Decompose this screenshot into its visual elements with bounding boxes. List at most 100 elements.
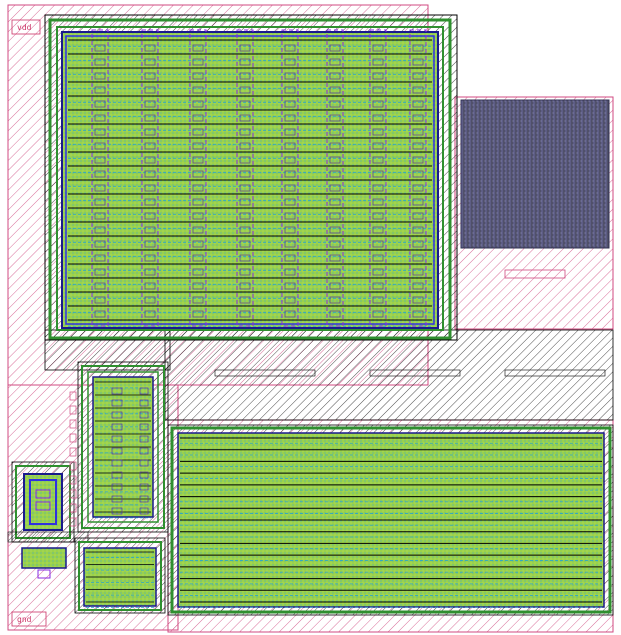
- contact-cell: [412, 254, 424, 262]
- contact-cell: [329, 86, 341, 94]
- side-contact: [69, 489, 77, 499]
- capacitor-array: [460, 99, 610, 249]
- contact-columns: [91, 29, 427, 327]
- contact-cell: [94, 198, 106, 206]
- contact-cell: [284, 198, 296, 206]
- contact-cell: [192, 226, 204, 234]
- contact-cell: [372, 226, 384, 234]
- contact-cell: [329, 212, 341, 220]
- contact-cell: [239, 114, 251, 122]
- contact-cell: [192, 156, 204, 164]
- contact-column: [189, 29, 207, 327]
- contact-cell: [284, 100, 296, 108]
- contact-cell: [284, 254, 296, 262]
- contact-cell: [284, 86, 296, 94]
- contact-column: [326, 29, 344, 327]
- contact-cell: [192, 142, 204, 150]
- contact-cell: [412, 128, 424, 136]
- contact-cell: [139, 435, 149, 443]
- contact-cell: [284, 226, 296, 234]
- side-contact-strip: [69, 391, 77, 527]
- gnd-label: gnd: [17, 615, 32, 624]
- contact-cell: [192, 296, 204, 304]
- contact-cell: [192, 254, 204, 262]
- side-contact: [69, 433, 77, 443]
- contact-cell: [144, 156, 156, 164]
- contact-cell: [111, 507, 123, 515]
- contact-cell: [239, 212, 251, 220]
- contact-cell: [372, 72, 384, 80]
- contact-cell: [412, 142, 424, 150]
- bottom-left-gate-rows: [86, 551, 154, 609]
- side-contact: [69, 419, 77, 429]
- contact-cell: [372, 310, 384, 318]
- contact-cell: [284, 72, 296, 80]
- contact-cell: [372, 58, 384, 66]
- contact-column: [236, 29, 254, 327]
- contact-cell: [372, 296, 384, 304]
- contact-cell: [239, 86, 251, 94]
- contact-cell: [111, 495, 123, 503]
- contact-cell: [111, 459, 123, 467]
- contact-cell: [192, 240, 204, 248]
- contact-cell: [329, 142, 341, 150]
- contact-cell: [284, 268, 296, 276]
- contact-cell: [239, 226, 251, 234]
- vdd-pin: vdd: [11, 19, 41, 35]
- contact-cell: [284, 170, 296, 178]
- contact-cell: [111, 471, 123, 479]
- contact-cell: [144, 254, 156, 262]
- contact-cell: [284, 282, 296, 290]
- contact-cell: [372, 268, 384, 276]
- contact-cell: [372, 114, 384, 122]
- contact-cell: [329, 44, 341, 52]
- contact-cell: [192, 114, 204, 122]
- contact-cell: [94, 310, 106, 318]
- contact-cell: [284, 58, 296, 66]
- contact-cell: [412, 100, 424, 108]
- contact-cell: [144, 170, 156, 178]
- contact-cell: [239, 240, 251, 248]
- contact-cell: [412, 226, 424, 234]
- contact-cell: [372, 240, 384, 248]
- contact-cell: [329, 268, 341, 276]
- contact-cell: [192, 184, 204, 192]
- contact-cell: [412, 114, 424, 122]
- contact-cell: [239, 282, 251, 290]
- contact-cell: [94, 114, 106, 122]
- contact-cell: [139, 399, 149, 407]
- contact-cell: [284, 240, 296, 248]
- contact-cell: [94, 226, 106, 234]
- contact-cell: [239, 184, 251, 192]
- contact-cell: [144, 198, 156, 206]
- contact-cell: [144, 114, 156, 122]
- contact-column: [369, 29, 387, 327]
- contact-cell: [94, 100, 106, 108]
- contact-cell: [239, 296, 251, 304]
- contact-cell: [192, 86, 204, 94]
- contact-cell: [139, 483, 149, 491]
- side-contact: [69, 461, 77, 471]
- contact-cell: [111, 447, 123, 455]
- contact-cell: [239, 72, 251, 80]
- contact-column: [281, 29, 299, 327]
- contact-cell: [372, 44, 384, 52]
- contact-cell: [111, 399, 123, 407]
- contact-cell: [192, 128, 204, 136]
- contact-cell: [94, 44, 106, 52]
- contact-cell: [111, 387, 123, 395]
- main-transistor-array: [44, 14, 458, 341]
- contact-cell: [329, 240, 341, 248]
- contact-cell: [372, 100, 384, 108]
- contact-cell: [372, 170, 384, 178]
- contact-cell: [111, 423, 123, 431]
- contact-cell: [139, 459, 149, 467]
- contact-cell: [284, 142, 296, 150]
- side-contact: [69, 475, 77, 485]
- contact-cell: [139, 423, 149, 431]
- contact-cell: [412, 58, 424, 66]
- contact-cell: [329, 156, 341, 164]
- bottom-left-transistor: [74, 537, 166, 614]
- small-device: [7, 461, 89, 579]
- contact-cell: [239, 128, 251, 136]
